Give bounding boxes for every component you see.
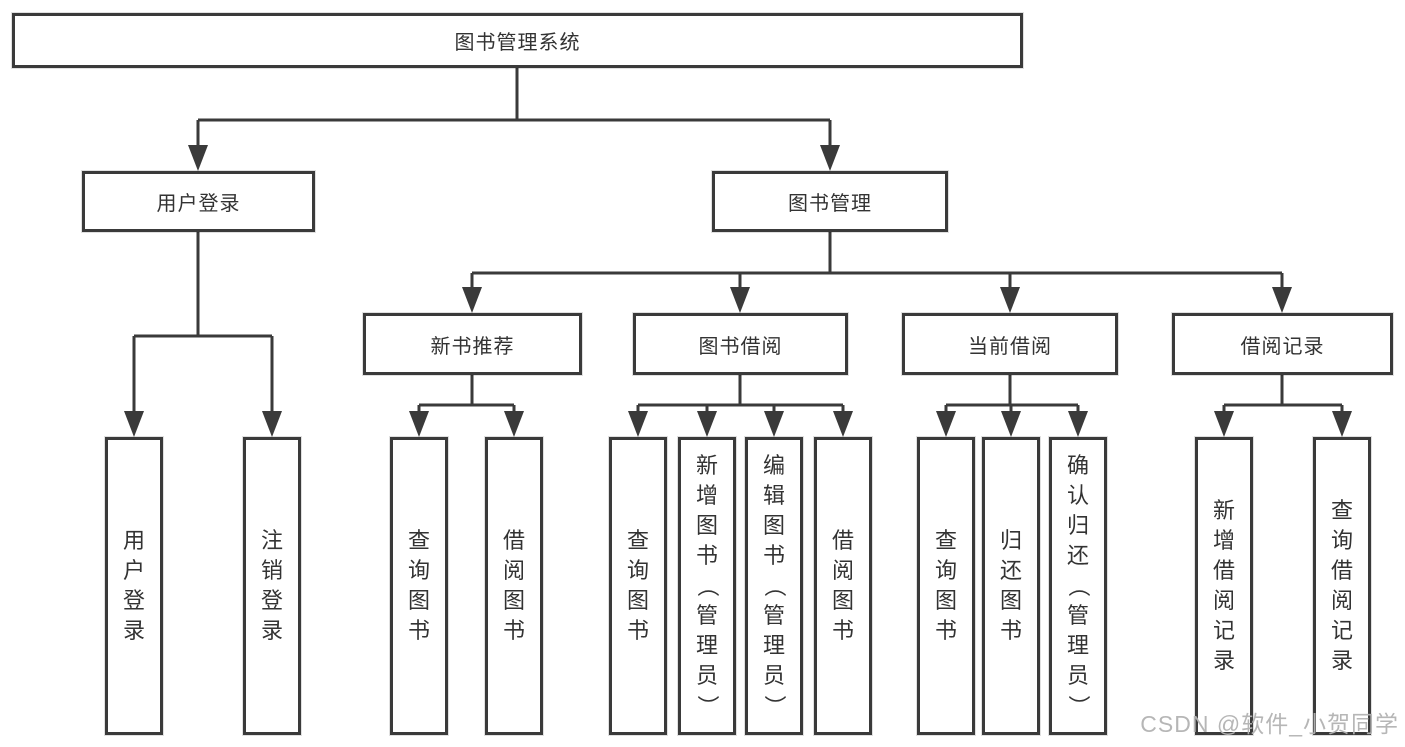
node-book-management: 图书管理	[712, 171, 948, 232]
leaf-borrow-books-recommend: 借阅图书	[485, 437, 543, 735]
leaf-return-books: 归还图书	[982, 437, 1040, 735]
leaf-query-books-borrowing: 查询图书	[609, 437, 667, 735]
leaf-add-book-admin: 新增图书（管理员）	[678, 437, 736, 735]
node-user-login: 用户登录	[82, 171, 315, 232]
leaf-query-books-recommend: 查询图书	[390, 437, 448, 735]
leaf-borrow-books-borrowing: 借阅图书	[814, 437, 872, 735]
leaf-query-borrow-record: 查询借阅记录	[1313, 437, 1371, 735]
node-current-borrowing: 当前借阅	[902, 313, 1118, 375]
node-library-management-system: 图书管理系统	[12, 13, 1023, 68]
leaf-query-books-current: 查询图书	[917, 437, 975, 735]
node-borrowing-records: 借阅记录	[1172, 313, 1393, 375]
watermark: CSDN @软件_小贺同学	[1140, 711, 1399, 737]
node-book-borrowing: 图书借阅	[633, 313, 848, 375]
leaf-add-borrow-record: 新增借阅记录	[1195, 437, 1253, 735]
leaf-user-login: 用户登录	[105, 437, 163, 735]
leaf-logout: 注销登录	[243, 437, 301, 735]
leaf-edit-book-admin: 编辑图书（管理员）	[745, 437, 803, 735]
leaf-confirm-return-admin: 确认归还（管理员）	[1049, 437, 1107, 735]
node-new-book-recommendation: 新书推荐	[363, 313, 582, 375]
